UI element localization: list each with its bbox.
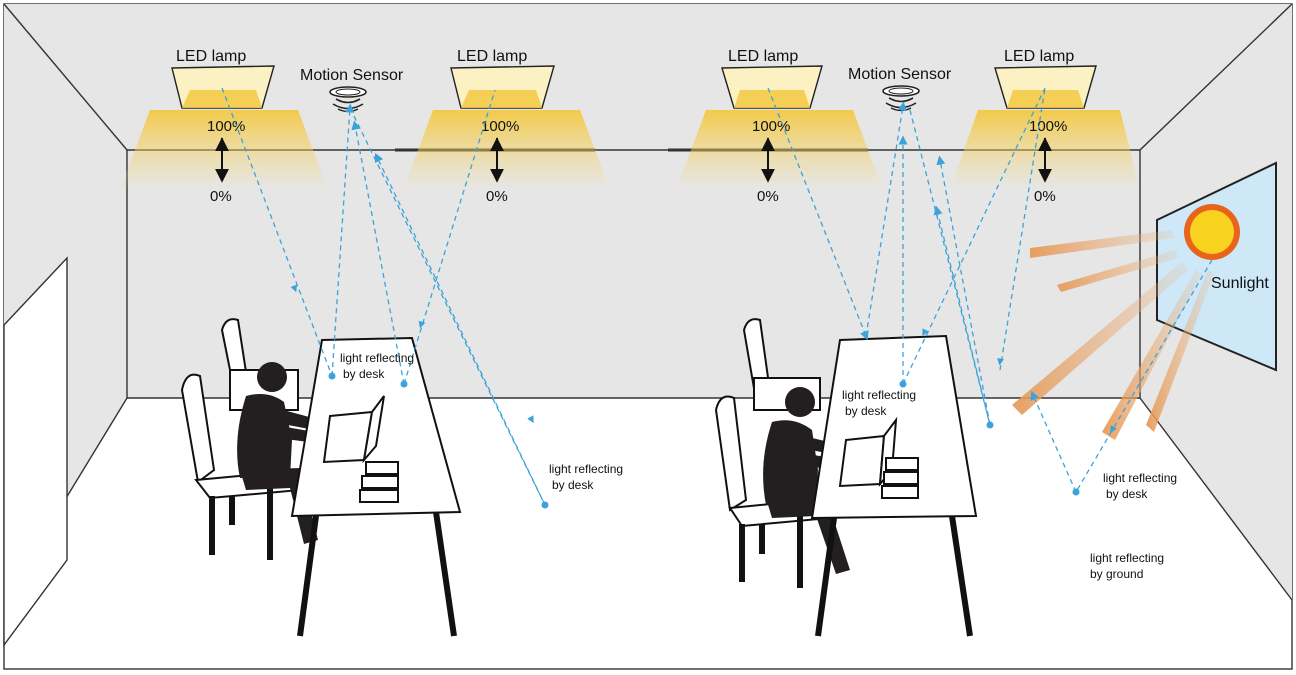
lamp-label: LED lamp [176,48,246,65]
motion-sensor-2: Motion Sensor [848,66,952,112]
dimming-max: 100% [207,118,245,135]
ceiling [4,4,1292,150]
door [3,256,68,648]
sunlight-beams [1012,230,1214,440]
svg-text:by desk: by desk [343,367,385,381]
workstation-2 [714,318,978,637]
reflection-label-desk-3: light reflecting by desk [842,388,916,418]
dimming-min: 0% [757,188,779,205]
sunlight-label: Sunlight [1211,275,1269,292]
dimming-max: 100% [752,118,790,135]
svg-text:light reflecting: light reflecting [549,462,623,476]
back-wall [127,150,1140,398]
dimming-min: 0% [210,188,232,205]
reflection-label-desk-2: light reflecting by desk [549,462,623,492]
lamp-label: LED lamp [728,48,798,65]
svg-text:by desk: by desk [845,404,887,418]
motion-sensor-1: Motion Sensor [300,67,404,113]
svg-text:light reflecting: light reflecting [1103,471,1177,485]
lamp-label: LED lamp [457,48,527,65]
lamp-group-2: LED lamp 100% 0% [403,48,610,205]
dimming-max: 100% [1029,118,1067,135]
svg-text:by ground: by ground [1090,567,1143,581]
svg-text:light reflecting: light reflecting [842,388,916,402]
sensor-label: Motion Sensor [848,66,952,83]
laptop-icon [838,434,886,488]
reflection-label-desk-1: light reflecting by desk [340,351,414,381]
reflection-label-desk-4: light reflecting by desk [1103,471,1177,501]
reflection-label-ground: light reflecting by ground [1090,551,1164,581]
light-rays [221,87,1213,509]
dimming-max: 100% [481,118,519,135]
dimming-min: 0% [486,188,508,205]
motion-sensor-icon [882,85,920,112]
lamp-group-3: LED lamp 100% 0% [676,48,883,205]
svg-text:light reflecting: light reflecting [1090,551,1164,565]
window: Sunlight [1012,161,1277,440]
svg-text:light reflecting: light reflecting [340,351,414,365]
svg-text:by desk: by desk [1106,487,1148,501]
lamp-label: LED lamp [1004,48,1074,65]
sensor-label: Motion Sensor [300,67,404,84]
dimming-min: 0% [1034,188,1056,205]
lamp-group-1: LED lamp 100% 0% [120,48,328,205]
workstation-1 [180,318,462,637]
svg-text:by desk: by desk [552,478,594,492]
lamp-group-4: LED lamp 100% 0% [950,48,1140,205]
